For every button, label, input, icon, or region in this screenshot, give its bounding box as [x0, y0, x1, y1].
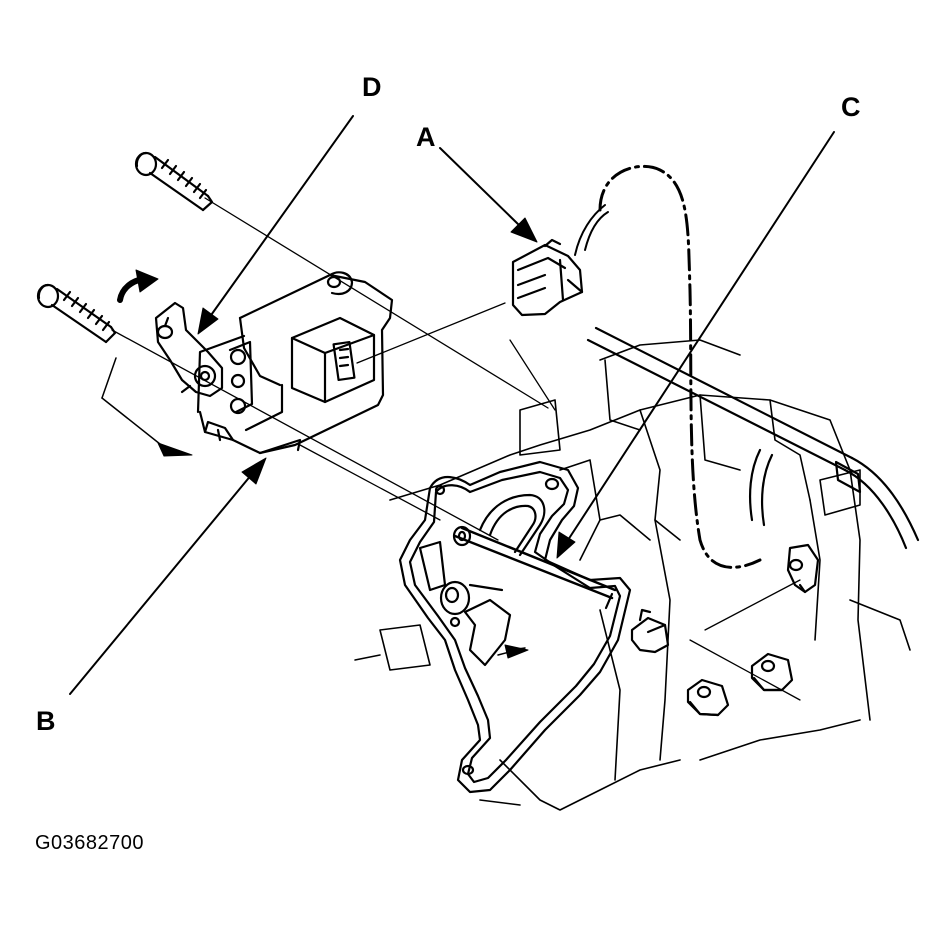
- control-cable: [586, 326, 920, 550]
- callout-label-c: C: [841, 92, 861, 122]
- retaining-nut-lower-left: [686, 678, 730, 717]
- callout-label-b: B: [36, 706, 56, 736]
- wiring-harness: [574, 164, 762, 569]
- electrical-connector: [511, 238, 584, 317]
- callout-label-d: D: [362, 72, 382, 102]
- retaining-nut-lower-right: [750, 652, 794, 692]
- leader-line-c: [556, 131, 835, 559]
- mode-control-linkage: [398, 460, 632, 794]
- rotation-arrow: [117, 269, 159, 303]
- figure-id: G03682700: [35, 832, 145, 854]
- callout-label-a: A: [416, 122, 436, 152]
- leader-line-a: [439, 147, 538, 243]
- retaining-clip-upper: [786, 543, 820, 594]
- alignment-lines: [111, 197, 801, 701]
- background-structure: [354, 339, 911, 811]
- mounting-screw-upper: [134, 151, 214, 212]
- retaining-clip-middle: [630, 608, 670, 654]
- drive-lever: [154, 301, 224, 398]
- mode-control-motor: [196, 271, 394, 455]
- leader-line-d: [197, 115, 354, 335]
- mounting-screw-lower: [36, 283, 117, 344]
- installation-direction-arrow: [101, 357, 193, 457]
- leader-line-b: [69, 457, 267, 695]
